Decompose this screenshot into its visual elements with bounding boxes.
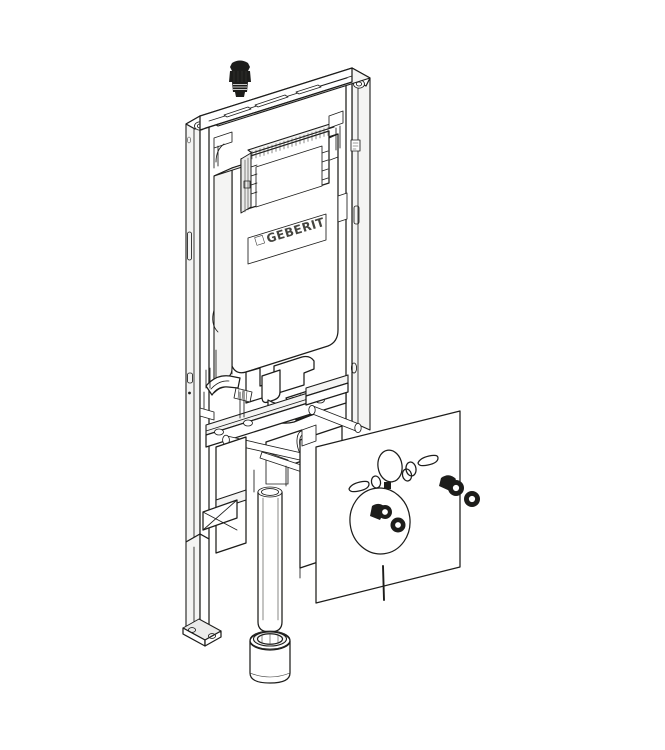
inspection-latch-icon: [243, 180, 251, 189]
drain-pipe: [257, 486, 283, 633]
fixing-washer-bore: [467, 494, 477, 504]
left-leg-side: [199, 533, 210, 632]
interior-line-c: [212, 309, 219, 333]
centre-line-mark: [382, 565, 385, 601]
interior-line-g: [239, 390, 245, 419]
cistern-left-face: [213, 167, 233, 383]
right-post-face: [351, 67, 371, 431]
left-post-side: [199, 115, 210, 540]
left-post-slot-upper: [187, 231, 192, 261]
supply-bracket: [199, 407, 215, 421]
connector-outer-rim-2: [249, 630, 291, 650]
pipe-connector-sleeve: [249, 630, 291, 684]
rod-upper-tip: [354, 422, 362, 434]
upper-mount-right-lines: [335, 125, 341, 151]
mid-rail-front: [205, 390, 347, 448]
interior-line-b: [215, 143, 225, 163]
mid-rail-hole-left: [214, 428, 224, 436]
valve-nipple-icon: [235, 92, 245, 97]
valve-body-icon: [229, 71, 251, 82]
waste-outlet-opening: [349, 487, 411, 555]
inspection-opening: [240, 123, 335, 214]
interior-line-h: [253, 465, 287, 493]
frame-right-upright: [345, 67, 371, 431]
connector-barrel: [249, 640, 291, 684]
drain-pipe-bore: [260, 488, 280, 496]
flush-pipe-upper: [261, 369, 281, 404]
valve-cap-icon: [230, 60, 250, 73]
lower-left-panel-base: [215, 542, 247, 554]
plate-screw-centre-bore: [381, 508, 389, 516]
top-rail-tab-b: [254, 94, 289, 108]
left-post-slot-lower: [187, 372, 193, 384]
rod-upper-head: [308, 404, 316, 416]
left-post-pin-dot: [188, 391, 191, 395]
top-rail-tab-a: [223, 106, 252, 118]
right-post-slot-upper: [353, 205, 360, 225]
frame-left-upright: [185, 115, 210, 543]
protection-plate: [315, 410, 461, 604]
cistern-right-bracket: [337, 192, 348, 223]
frame-label-marker: [350, 139, 361, 152]
fixing-screw-bore: [451, 483, 461, 493]
upper-mount-left-lines: [213, 145, 219, 169]
plate-washer-centre-bore: [394, 521, 402, 529]
left-foot-hole-b: [207, 633, 217, 639]
slot-opening-left-outer: [348, 480, 370, 493]
left-foot-hole-a: [187, 627, 197, 633]
inspection-left-clip: [240, 152, 252, 214]
interior-line-e: [329, 156, 339, 161]
flush-pipe-opening: [377, 449, 403, 483]
centre-mark: [384, 482, 391, 489]
plate-screw-centre: [370, 503, 406, 533]
top-rail-edge-line: [320, 77, 348, 87]
frame-interior-details: [205, 143, 339, 493]
supply-elbow-creases: [210, 380, 231, 394]
slot-opening-right-outer: [417, 454, 439, 467]
connector-bottom-crease: [249, 672, 291, 678]
fixing-screws: [439, 475, 480, 507]
lower-right-panel-tab: [301, 424, 317, 447]
logo-square-icon: [254, 235, 265, 246]
upper-short-rail-front: [305, 382, 349, 406]
interior-line-f: [205, 367, 211, 389]
mid-rail-hole-mid: [243, 419, 253, 427]
inspection-cover-panel: [255, 145, 323, 208]
slot-opening-right-inner: [401, 468, 413, 482]
supply-elbow: [205, 375, 241, 396]
right-post-side: [345, 67, 353, 427]
frame-mid-crossmember: [205, 374, 349, 448]
connector-internal-ribs: [261, 633, 279, 645]
valve-body-ribs: [233, 70, 247, 83]
inspection-clip-tabs: [250, 150, 329, 195]
upper-mount-left: [213, 131, 233, 149]
frame-label-lines: [352, 142, 359, 150]
inspection-ribs: [251, 127, 329, 160]
inspection-left-clip-lines: [244, 157, 249, 213]
inspection-rib-band: [247, 123, 335, 154]
lower-left-panel-edge: [215, 436, 247, 448]
top-rail-tab-c: [295, 84, 322, 95]
frame-legs: [182, 533, 343, 647]
supply-coupling-ribs: [237, 388, 248, 402]
logo-plate-frame: [247, 213, 327, 265]
water-supply-assembly: [199, 375, 253, 421]
drain-pipe-body: [257, 491, 283, 633]
cistern-upper-mounts: [213, 110, 348, 223]
leg-gusset-diagonals: [202, 499, 238, 531]
left-post-pin-hole: [187, 136, 191, 144]
left-leg-face: [185, 533, 201, 635]
upper-mount-right: [328, 110, 344, 129]
frame-top-crossmember: [199, 67, 371, 131]
right-post-slot-lower: [350, 362, 358, 374]
left-post-face: [185, 115, 201, 543]
valve-thread-ribs: [233, 84, 247, 90]
fill-valve: [229, 60, 251, 97]
drain-pipe-highlights: [262, 497, 279, 621]
